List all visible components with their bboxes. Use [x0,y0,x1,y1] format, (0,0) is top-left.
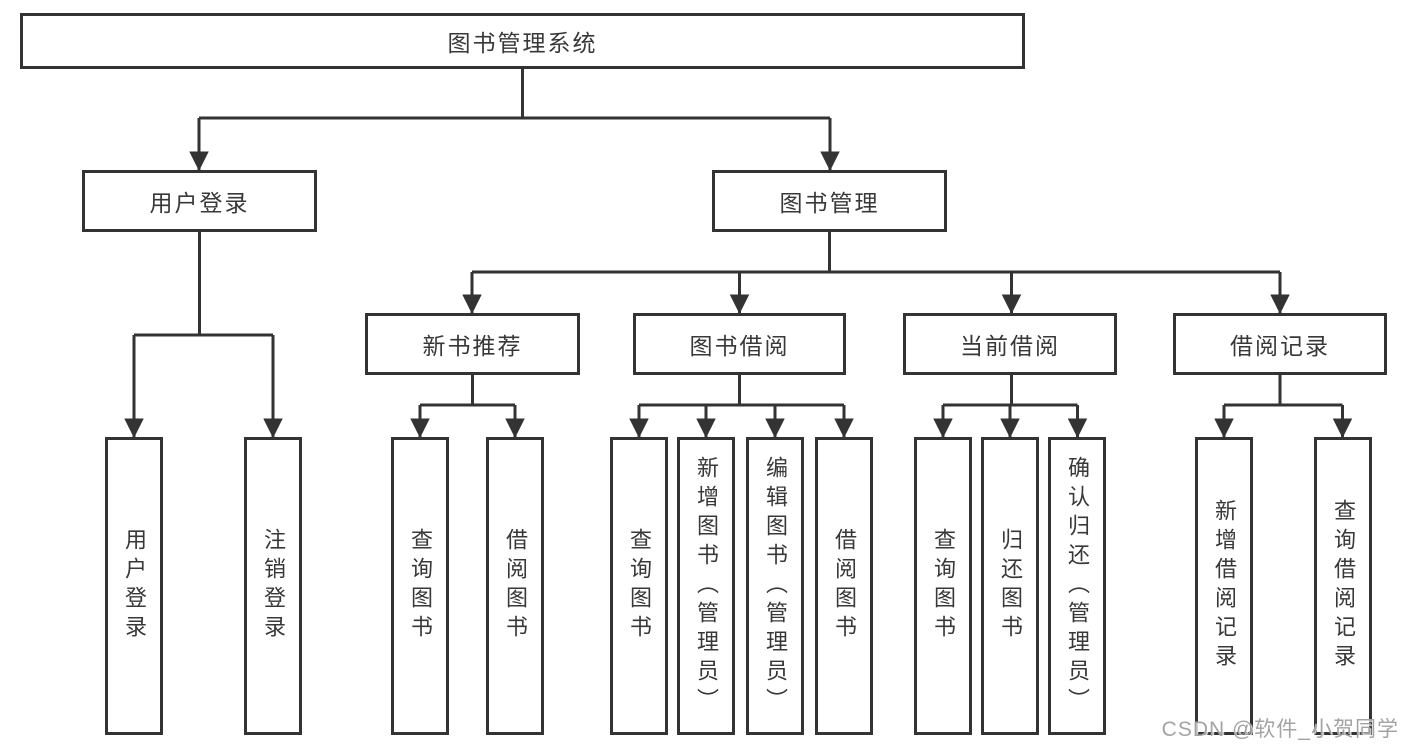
leaf-logout: 注销登录 [244,437,302,735]
leaf-add-borrow-record: 新增借阅记录 [1195,437,1253,735]
leaf-query-books-recommend: 查询图书 [391,437,449,735]
node-borrow-record: 借阅记录 [1173,313,1387,375]
leaf-confirm-return-admin: 确认归还（管理员） [1048,437,1106,735]
csdn-watermark: CSDN @软件_小贺同学 [1161,718,1399,741]
leaf-return-book: 归还图书 [981,437,1039,735]
node-library-system: 图书管理系统 [20,13,1025,69]
node-book-borrow: 图书借阅 [633,313,846,375]
leaf-add-book-admin: 新增图书（管理员） [677,437,735,735]
leaf-borrow-books-recommend: 借阅图书 [486,437,544,735]
leaf-query-books-borrow: 查询图书 [610,437,668,735]
node-current-borrow: 当前借阅 [903,313,1117,375]
node-new-book-recommend: 新书推荐 [365,313,580,375]
leaf-edit-book-admin: 编辑图书（管理员） [746,437,804,735]
node-book-management: 图书管理 [712,170,947,232]
leaf-borrow-books: 借阅图书 [815,437,873,735]
leaf-user-login: 用户登录 [105,437,163,735]
leaf-query-borrow-record: 查询借阅记录 [1314,437,1372,735]
leaf-query-books-current: 查询图书 [914,437,972,735]
node-user-login: 用户登录 [82,170,317,232]
